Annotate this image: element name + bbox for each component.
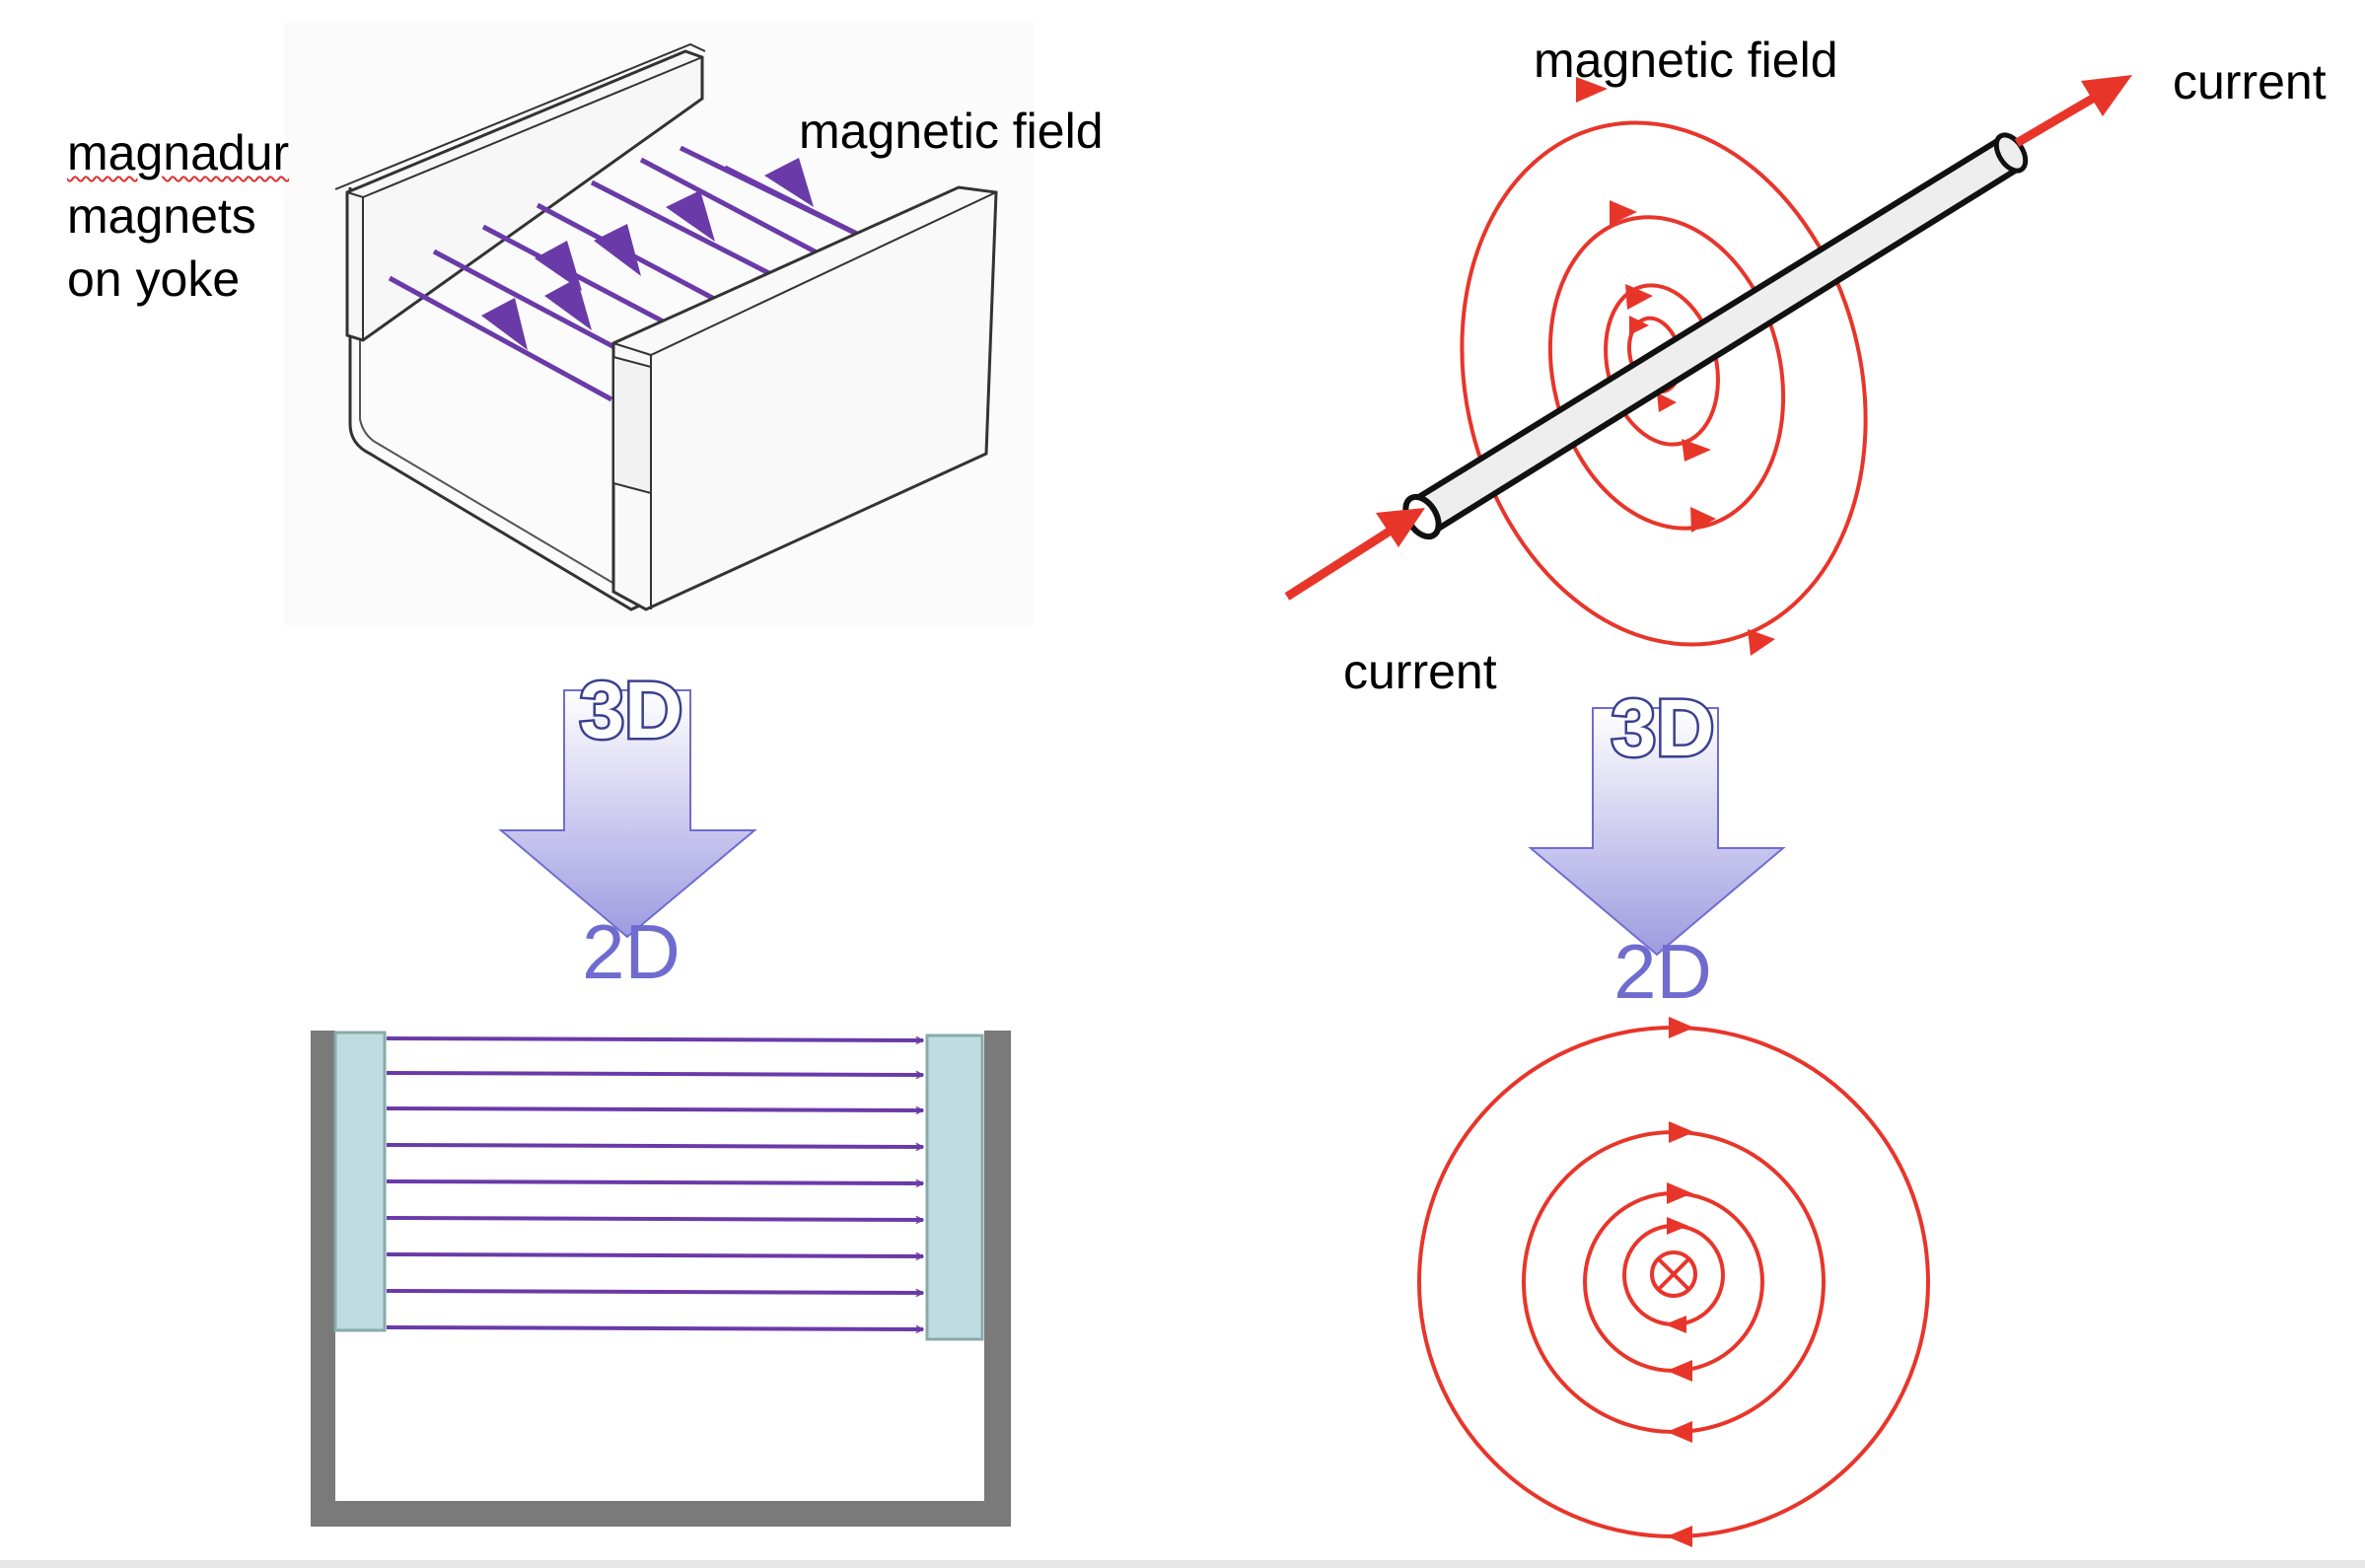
magnets-label: magnets (67, 188, 256, 244)
conversion-from-label: 3D (580, 666, 683, 755)
conversion-arrow-right: 3D 2D (1528, 681, 1786, 1015)
wire-2d-drawing (1417, 1017, 1930, 1547)
conversion-arrow-left: 3D 2D (498, 664, 757, 995)
magnetic-field-label-right: magnetic field (1534, 33, 1838, 88)
yoke-3d-drawing (284, 22, 1034, 625)
bottom-scroll-bar (0, 1560, 2365, 1568)
cross-in-circle-icon (1650, 1250, 1697, 1298)
conversion-from-label: 3D (1612, 683, 1715, 773)
current-label-bottom: current (1343, 644, 1497, 699)
conversion-to-label: 2D (1613, 928, 1712, 1015)
magnetic-field-label-left: magnetic field (799, 104, 1104, 159)
conversion-to-label: 2D (582, 908, 681, 995)
wire-3d-drawing (1284, 75, 2132, 656)
yoke-2d-drawing (311, 1031, 1011, 1527)
magnadur-label: magnadur (67, 125, 290, 180)
current-label-top: current (2173, 54, 2327, 109)
on-yoke-label: on yoke (67, 251, 241, 307)
